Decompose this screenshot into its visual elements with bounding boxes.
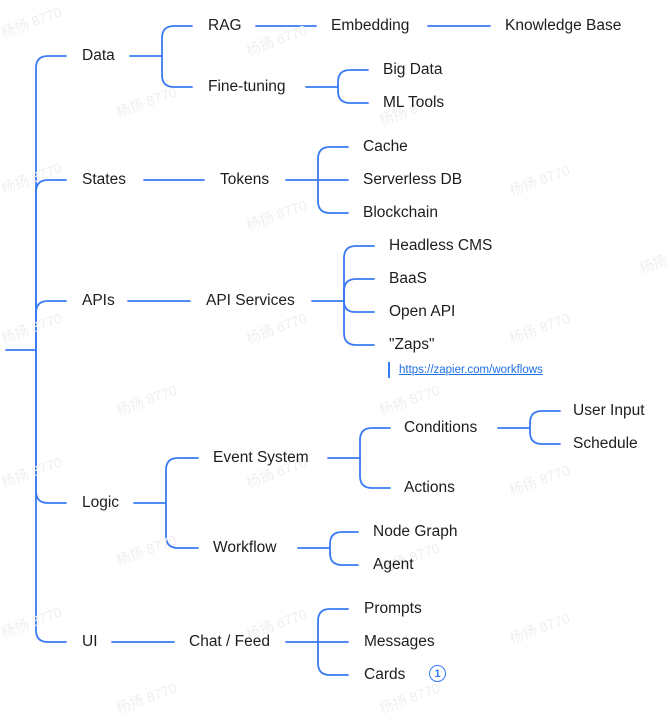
connector-apiservices-branch-3 — [343, 300, 375, 346]
connector-data-branch-0 — [161, 25, 193, 57]
connector-conditions-branch-1 — [529, 427, 561, 445]
connector-finetuning-branch-0 — [337, 69, 369, 88]
connector-root-branch-2 — [35, 300, 67, 351]
node-fine-tuning: Fine-tuning — [208, 78, 286, 95]
connector-apiservices-branch-0 — [343, 245, 375, 302]
node-node-graph: Node Graph — [373, 523, 458, 540]
node-data: Data — [82, 47, 115, 64]
connector-conditions-branch-0 — [529, 410, 561, 429]
connector-apiservices-branch-2 — [343, 300, 375, 313]
node-blockchain: Blockchain — [363, 204, 438, 221]
connector-eventsystem-branch-1 — [359, 457, 391, 489]
connector-workflow-branch-0 — [329, 531, 359, 549]
node-agent: Agent — [373, 556, 414, 573]
node-ml-tools: ML Tools — [383, 94, 445, 111]
connector-apiservices-branch-1 — [343, 278, 375, 302]
connector-logic-branch-1 — [165, 502, 199, 549]
zapier-link-row: https://zapier.com/workflows — [388, 362, 543, 378]
connector-chatfeed-branch-2 — [317, 641, 349, 676]
node-knowledge-base: Knowledge Base — [505, 17, 622, 34]
node-embedding: Embedding — [331, 17, 410, 34]
node-open-api: Open API — [389, 303, 456, 320]
node-cache: Cache — [363, 138, 408, 155]
connector-finetuning-branch-1 — [337, 86, 369, 104]
node-rag: RAG — [208, 17, 242, 34]
node-conditions: Conditions — [404, 419, 478, 436]
connector-workflow-branch-1 — [329, 547, 359, 566]
node-actions: Actions — [404, 479, 455, 496]
connector-data-branch-1 — [161, 55, 193, 88]
node-prompts: Prompts — [364, 600, 422, 617]
connector-root-branch-3 — [35, 349, 67, 504]
node-event-system: Event System — [213, 449, 309, 466]
node-zaps: "Zaps" — [389, 336, 435, 353]
node-user-input: User Input — [573, 402, 645, 419]
node-cards: Cards — [364, 666, 406, 683]
link-indicator-bar — [388, 362, 390, 378]
connector-root-branch-1 — [35, 179, 67, 351]
connector-logic-branch-0 — [165, 457, 199, 504]
node-workflow: Workflow — [213, 539, 277, 556]
node-apis: APIs — [82, 292, 115, 309]
node-headless-cms: Headless CMS — [389, 237, 493, 254]
node-baas: BaaS — [389, 270, 427, 287]
node-messages: Messages — [364, 633, 435, 650]
connector-chatfeed-branch-0 — [317, 608, 349, 643]
connector-root-branch-4 — [35, 349, 67, 643]
connector-tokens-branch-0 — [317, 146, 349, 181]
connector-root-branch-0 — [35, 55, 67, 351]
connector-tokens-branch-2 — [317, 179, 349, 214]
node-big-data: Big Data — [383, 61, 443, 78]
connector-eventsystem-branch-0 — [359, 427, 391, 459]
node-serverless-db: Serverless DB — [363, 171, 463, 188]
node-states: States — [82, 171, 126, 188]
node-chat-feed: Chat / Feed — [189, 633, 270, 650]
node-api-services: API Services — [206, 292, 295, 309]
cards-count-badge[interactable]: 1 — [429, 665, 446, 682]
node-ui: UI — [82, 633, 98, 650]
node-logic: Logic — [82, 494, 120, 511]
node-schedule: Schedule — [573, 435, 638, 452]
zapier-workflows-link[interactable]: https://zapier.com/workflows — [399, 364, 543, 376]
node-tokens: Tokens — [220, 171, 270, 188]
